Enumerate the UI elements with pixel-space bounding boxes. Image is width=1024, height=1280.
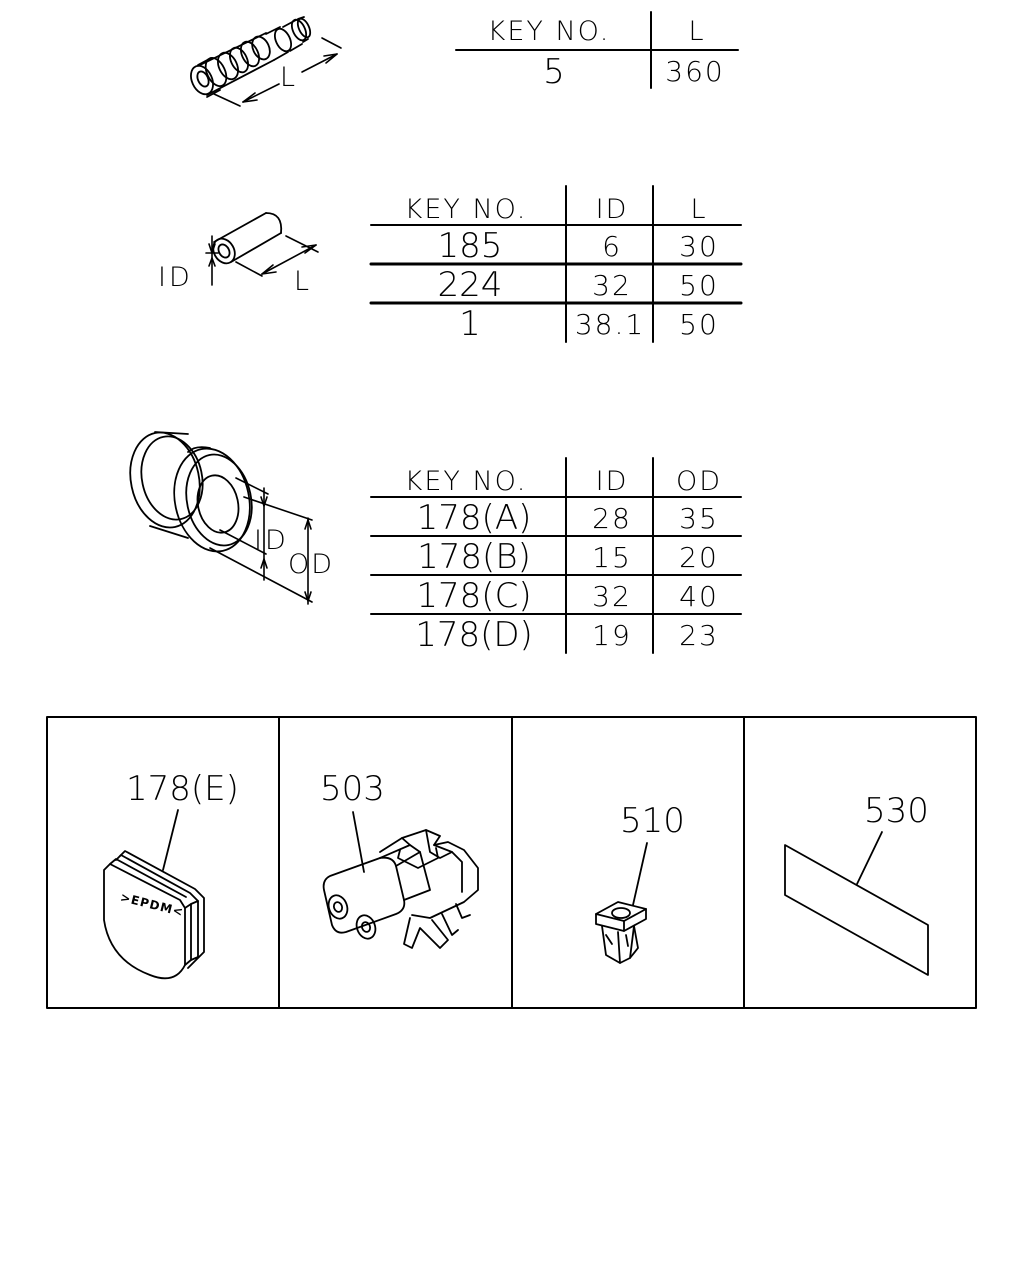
table-tube-row1-keyno: 185 [437,226,503,266]
hose-length-label: L [280,62,296,93]
table-grommet-row3-id: 32 [592,580,632,613]
table-grommet-grid [370,457,742,654]
table-hose-grid [455,11,739,89]
tube-id-label: ID [158,262,193,293]
table-tube-row3-l: 50 [679,308,719,341]
table-tube-row1-l: 30 [679,230,719,263]
table-tube-row2-l: 50 [679,269,719,302]
table-tube-header-l: L [690,194,708,225]
grommet-od-label: OD [288,549,335,580]
table-hose-cell-l: 360 [665,55,725,88]
table-tube-row3-keyno: 1 [459,304,481,344]
parts-panel-frame [46,716,977,1009]
table-grommet-row2-keyno: 178(B) [417,537,531,577]
table-grommet-row2-od: 20 [679,541,719,574]
table-hose-header-l: L [688,16,706,47]
table-tube-header-id: ID [595,194,629,225]
tube-drawing [212,212,283,265]
grommet-drawing [129,431,253,553]
table-grommet-row4-keyno: 178(D) [415,615,533,655]
table-tube-grid [369,185,743,343]
callout-clip-nut: 510 [620,801,685,841]
table-hose-cell-keyno: 5 [543,52,565,92]
plug-drawing [103,809,205,980]
hose-length-dimension [213,37,342,107]
table-grommet-row2-id: 15 [592,541,632,574]
tube-dimensions [205,235,319,286]
table-grommet-row4-id: 19 [592,619,632,652]
callout-plug: 178(E) [126,769,239,809]
table-hose-header-keyno: KEY NO. [487,16,611,47]
connector-drawing [322,811,479,949]
table-tube-row1-id: 6 [602,230,622,263]
table-grommet-header-od: OD [675,466,723,497]
label-drawing [784,831,929,976]
table-grommet-row1-od: 35 [679,502,719,535]
table-tube-row2-id: 32 [592,269,632,302]
table-tube-row2-keyno: 224 [437,265,503,305]
clip-nut-drawing [595,842,648,964]
callout-label: 530 [864,791,929,831]
table-grommet-row1-keyno: 178(A) [416,498,532,538]
callout-connector: 503 [320,769,385,809]
table-grommet-row1-id: 28 [592,502,632,535]
table-tube-row3-id: 38.1 [574,308,646,341]
grommet-dimensions [209,477,313,605]
table-grommet-row4-od: 23 [679,619,719,652]
tube-length-label: L [294,266,310,297]
table-grommet-row3-keyno: 178(C) [416,576,532,616]
table-grommet-row3-od: 40 [679,580,719,613]
table-grommet-header-id: ID [595,466,629,497]
hose-drawing [190,16,312,98]
table-tube-header-keyno: KEY NO. [404,194,528,225]
grommet-id-label: ID [254,525,289,556]
table-grommet-header-keyno: KEY NO. [404,466,528,497]
